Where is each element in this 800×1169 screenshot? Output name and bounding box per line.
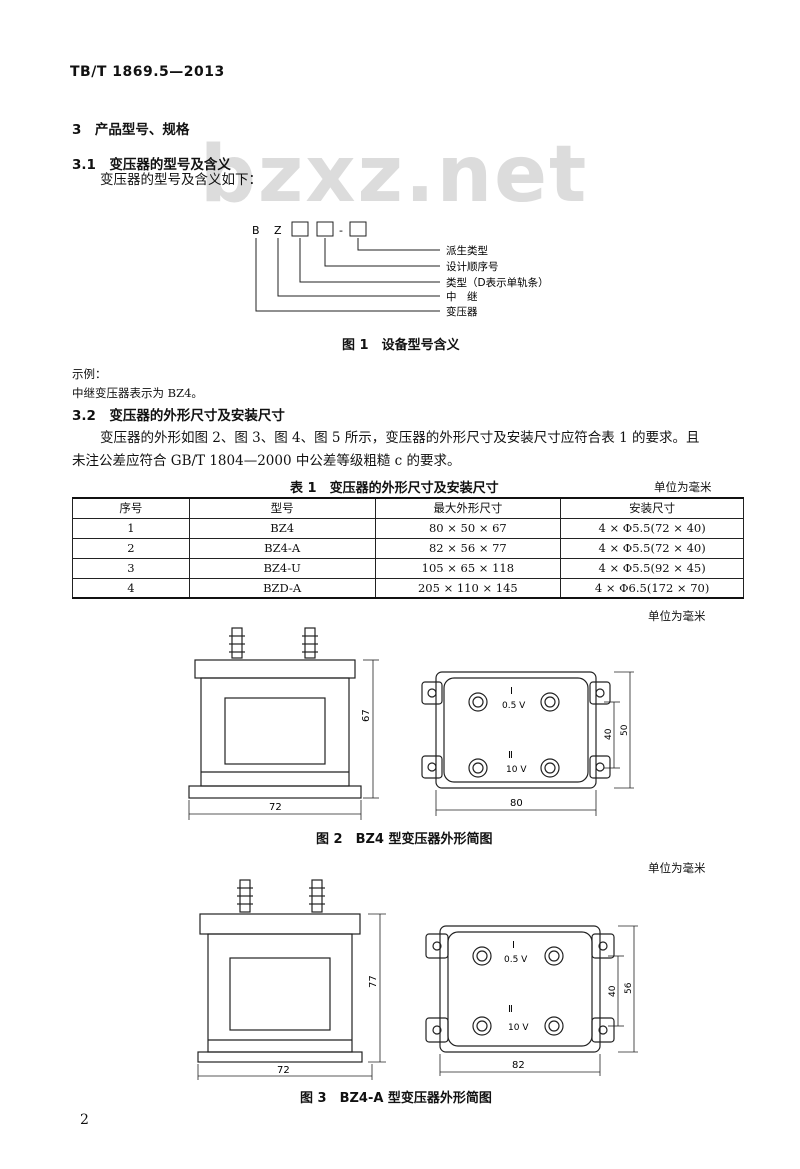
box-derivative (349, 221, 367, 237)
table-header-row: 序号 型号 最大外形尺寸 安装尺寸 (72, 497, 744, 519)
col-header-max-dims: 最大外形尺寸 (374, 497, 562, 519)
cell-index: 2 (72, 537, 190, 559)
label-derivative: 派生类型 (446, 244, 488, 257)
figure-3-top-view: Ⅰ 0.5 V Ⅱ 10 V 82 40 56 (425, 925, 638, 1076)
cell-max-dims: 105 × 65 × 118 (374, 557, 562, 579)
spec-table: 序号 型号 最大外形尺寸 安装尺寸 1 BZ4 80 × 50 × 67 4 ×… (72, 497, 744, 599)
figure-2-unit: 单位为毫米 (648, 609, 706, 623)
example-text: 中继变压器表示为 BZ4。 (72, 386, 203, 400)
figure-2-top-view: Ⅰ 0.5 V Ⅱ 10 V 80 40 50 (421, 671, 634, 816)
fig3-coil1-voltage: 0.5 V (504, 955, 528, 965)
label-type: 类型（D表示单轨条） (446, 276, 549, 289)
example-label: 示例： (72, 367, 107, 381)
cell-max-dims: 82 × 56 × 77 (374, 537, 562, 559)
cell-index: 3 (72, 557, 190, 579)
base-plate (188, 785, 362, 799)
paragraph-dims-line1: 变压器的外形如图 2、图 3、图 4、图 5 所示，变压器的外形尺寸及安装尺寸应… (100, 430, 700, 446)
figure-2-caption: 图 2 BZ4 型变压器外形简图 (316, 832, 493, 847)
fig2-coil1: Ⅰ (510, 686, 513, 697)
watermark: bzxz.net (200, 130, 589, 220)
cell-max-dims: 80 × 50 × 67 (374, 517, 562, 539)
figure-1-caption: 图 1 设备型号含义 (342, 338, 460, 353)
cell-model: BZ4-U (188, 557, 376, 579)
fig2-coil1-voltage: 0.5 V (502, 701, 526, 711)
figure-3-unit: 单位为毫米 (648, 861, 706, 875)
box-sequence (316, 221, 334, 237)
cell-model: BZ4 (188, 517, 376, 539)
terminal-right (304, 627, 316, 659)
fig3-coil2-voltage: 10 V (508, 1023, 529, 1033)
table-row: 1 BZ4 80 × 50 × 67 4 × Φ5.5(72 × 40) (72, 517, 744, 539)
fig2-height: 67 (361, 709, 372, 722)
model-meaning-diagram: B Z - 派生类型 设计顺序号 类型（D表示单轨条） 中 继 变压器 (252, 221, 549, 318)
cell-model: BZ4-A (188, 537, 376, 559)
fig3-coil1: Ⅰ (512, 940, 515, 951)
letter-z: Z (274, 224, 282, 237)
section-heading-3: 3 产品型号、规格 (72, 122, 190, 138)
fig3-height: 77 (368, 975, 379, 988)
dash: - (339, 224, 343, 237)
figure-3-front-view: 77 (197, 879, 386, 1063)
fig2-width-front: 72 (269, 802, 282, 813)
label-window (224, 697, 326, 765)
terminal-left (231, 627, 243, 659)
paragraph-dims-line2: 未注公差应符合 GB/T 1804—2000 中公差等级粗糙 c 的要求。 (72, 453, 461, 469)
page-number: 2 (80, 1112, 89, 1128)
cell-mount-dims: 4 × Φ5.5(92 × 45) (560, 557, 744, 579)
fig3-width-front: 72 (277, 1065, 290, 1076)
document-code: TB/T 1869.5—2013 (70, 64, 225, 80)
fig3-inner: 40 (608, 985, 618, 997)
col-header-model: 型号 (188, 497, 376, 519)
figure-3-front-width-dim: 72 (197, 1064, 373, 1080)
fig3-depth: 56 (624, 982, 634, 994)
fig2-width-top: 80 (510, 798, 523, 809)
cell-index: 4 (72, 577, 190, 599)
col-header-index: 序号 (72, 497, 190, 519)
fig3-width-top: 82 (512, 1060, 525, 1071)
col-header-mount-dims: 安装尺寸 (560, 497, 744, 519)
label-window (229, 957, 331, 1031)
fig2-inner: 40 (604, 728, 614, 740)
fig2-depth: 50 (620, 724, 630, 736)
base-plate (197, 1051, 363, 1063)
top-housing (435, 671, 597, 789)
cell-mount-dims: 4 × Φ5.5(72 × 40) (560, 517, 744, 539)
figure-2-front-view: 72 67 (188, 627, 379, 820)
table-row: 2 BZ4-A 82 × 56 × 77 4 × Φ5.5(72 × 40) (72, 537, 744, 559)
section-heading-3-1: 3.1 变压器的型号及含义 (72, 157, 231, 173)
cell-index: 1 (72, 517, 190, 539)
table-row: 4 BZD-A 205 × 110 × 145 4 × Φ6.5(172 × 7… (72, 577, 744, 599)
figure-3-caption: 图 3 BZ4-A 型变压器外形简图 (300, 1091, 492, 1106)
section-heading-3-2: 3.2 变压器的外形尺寸及安装尺寸 (72, 408, 285, 424)
letter-b: B (252, 224, 260, 237)
table-1-unit: 单位为毫米 (654, 480, 712, 494)
top-cover (194, 659, 356, 679)
cell-mount-dims: 4 × Φ6.5(172 × 70) (560, 577, 744, 599)
label-relay: 中 继 (446, 290, 478, 303)
fig2-coil2: Ⅱ (508, 750, 513, 761)
label-design-sequence: 设计顺序号 (446, 260, 499, 273)
box-type (291, 221, 309, 237)
cell-max-dims: 205 × 110 × 145 (374, 577, 562, 599)
label-transformer: 变压器 (446, 305, 478, 318)
transformer-body (200, 677, 350, 787)
cell-mount-dims: 4 × Φ5.5(72 × 40) (560, 537, 744, 559)
paragraph-model-intro: 变压器的型号及含义如下： (100, 172, 262, 188)
cell-model: BZD-A (188, 577, 376, 599)
fig2-coil2-voltage: 10 V (506, 765, 527, 775)
table-1-title: 表 1 变压器的外形尺寸及安装尺寸 (290, 481, 499, 496)
top-cover (199, 913, 361, 935)
top-housing (439, 925, 601, 1053)
table-row: 3 BZ4-U 105 × 65 × 118 4 × Φ5.5(92 × 45) (72, 557, 744, 579)
fig3-coil2: Ⅱ (508, 1004, 513, 1015)
leader-lines (255, 238, 440, 312)
